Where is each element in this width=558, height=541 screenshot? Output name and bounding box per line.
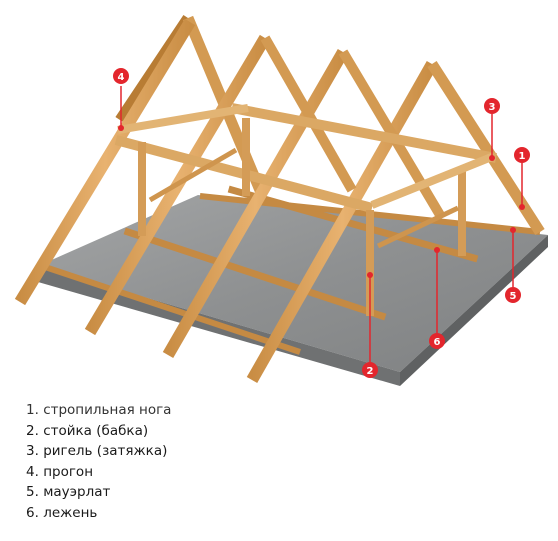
svg-text:1: 1 bbox=[519, 151, 526, 162]
legend-item: 1. стропильная нога bbox=[26, 402, 172, 418]
legend-item: 4. прогон bbox=[26, 463, 94, 480]
marker-5: 5 bbox=[505, 227, 521, 303]
legend-item: 6. лежень bbox=[26, 504, 98, 521]
marker-4: 4 bbox=[113, 68, 129, 131]
marker-2: 2 bbox=[362, 272, 378, 378]
leader-lines bbox=[120, 86, 523, 362]
svg-text:4: 4 bbox=[118, 72, 125, 83]
legend: 1. стропильная нога 2. стойка (бабка) 3.… bbox=[26, 400, 286, 523]
crossbars bbox=[117, 104, 496, 249]
rafter-legs bbox=[14, 18, 545, 383]
marker-3: 3 bbox=[484, 98, 500, 161]
legend-item: 2. стойка (бабка) bbox=[26, 422, 149, 439]
svg-text:3: 3 bbox=[489, 102, 496, 113]
marker-1: 1 bbox=[514, 147, 530, 210]
legend-item: 5. мауэрлат bbox=[26, 484, 111, 500]
legend-item: 3. ригель (затяжка) bbox=[26, 443, 168, 459]
svg-text:5: 5 bbox=[510, 291, 517, 302]
svg-text:2: 2 bbox=[367, 366, 374, 377]
marker-6: 6 bbox=[429, 247, 445, 349]
svg-text:6: 6 bbox=[434, 337, 441, 348]
